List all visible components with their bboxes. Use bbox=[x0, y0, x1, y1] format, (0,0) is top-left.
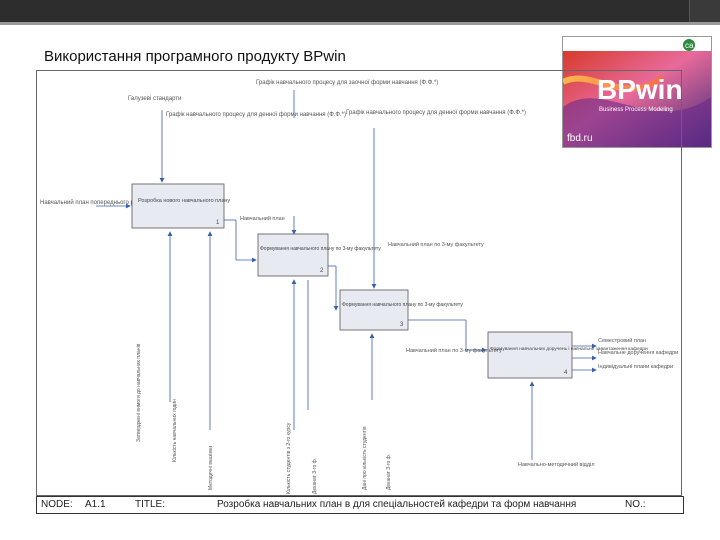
idef0-diagram: Галузеві стандарти Графік навчального пр… bbox=[36, 70, 682, 510]
title-underline bbox=[0, 22, 720, 25]
output-label-assignment: Навчальне доручення кафедри bbox=[598, 350, 678, 356]
idef0-footer: NODE: A1.1 TITLE: Розробка навчальних пл… bbox=[36, 496, 684, 514]
activity-box-1-label: Розробка нового навчального плану bbox=[138, 198, 230, 204]
activity-box-3-num: 3 bbox=[400, 322, 404, 328]
mid-label-plan-faculty-a: Навчальний план по 3-му факультету bbox=[388, 241, 484, 248]
footer-node-value: A1.1 bbox=[85, 499, 106, 510]
logo-tagline-text: Business Process Modeling bbox=[599, 107, 673, 113]
bottom-label-approved-req: Затверджені вимоги до навчальних планів bbox=[136, 343, 142, 442]
mid-label-plan-faculty-b: Навчальний план по 3-му факультету bbox=[406, 347, 502, 354]
input-label-schedule-day-2: Графік навчального процесу для денної фо… bbox=[346, 110, 526, 116]
activity-box-3[interactable] bbox=[339, 289, 409, 331]
top-bar bbox=[0, 0, 720, 22]
diagram-frame bbox=[36, 70, 682, 496]
bottom-label-method-dept: Навчально-методичний відділ bbox=[518, 461, 595, 468]
bottom-label-dean-b: Деканат 3-го ф. bbox=[386, 454, 392, 490]
footer-title-label: TITLE: bbox=[135, 499, 166, 510]
input-label-standards: Галузеві стандарти bbox=[128, 96, 181, 102]
footer-no-label: NO.: bbox=[625, 499, 646, 510]
bottom-label-student-data: Дані про кількість студентів bbox=[362, 426, 368, 490]
activity-box-1-num: 1 bbox=[216, 220, 220, 226]
activity-box-2[interactable] bbox=[257, 233, 329, 277]
footer-title-value: Розробка навчальних план в для спеціальн… bbox=[217, 499, 577, 510]
bottom-label-dean-a: Деканат 3-го ф. bbox=[312, 458, 318, 494]
logo-site-text: fbd.ru bbox=[567, 133, 593, 144]
input-label-schedule-day: Графік навчального процесу для денної фо… bbox=[166, 112, 346, 118]
activity-box-2-num: 2 bbox=[320, 268, 324, 274]
top-bar-accent bbox=[689, 0, 720, 22]
output-label-individual: Індивідуальні плани кафедри bbox=[598, 364, 673, 370]
activity-box-4-label: Формування навчальних доручень і навчаль… bbox=[490, 346, 648, 352]
svg-text:ca: ca bbox=[685, 41, 694, 50]
bottom-label-guidelines: Методичні вказівки bbox=[208, 446, 214, 490]
bpwin-logo: ca BPwin Business Process Modeling fbd.r… bbox=[562, 36, 712, 148]
left-input-label: Навчальний план попереднього року bbox=[40, 199, 143, 206]
bottom-label-students-2: Кількість студентів з 2-го курсу bbox=[286, 422, 292, 494]
bottom-label-hours: Кількість навчальних годин bbox=[172, 399, 178, 462]
slide-title: Використання програмного продукту BPwin bbox=[44, 48, 346, 65]
output-label-semester: Семестровий план bbox=[598, 337, 646, 344]
activity-box-4[interactable] bbox=[487, 331, 573, 379]
activity-box-1[interactable] bbox=[131, 183, 225, 229]
activity-box-4-num: 4 bbox=[564, 370, 568, 376]
activity-box-2-label: Формування навчального плану по 3-му фак… bbox=[260, 246, 381, 252]
input-label-schedule-extramural: Графік навчального процесу для заочної ф… bbox=[256, 80, 438, 86]
logo-brand-text: BPwin bbox=[597, 74, 683, 105]
activity-box-3-label: Формування навчального плану по 3-му фак… bbox=[342, 302, 463, 308]
mid-label-plan: Навчальний план bbox=[240, 215, 285, 222]
footer-node-label: NODE: bbox=[41, 499, 73, 510]
